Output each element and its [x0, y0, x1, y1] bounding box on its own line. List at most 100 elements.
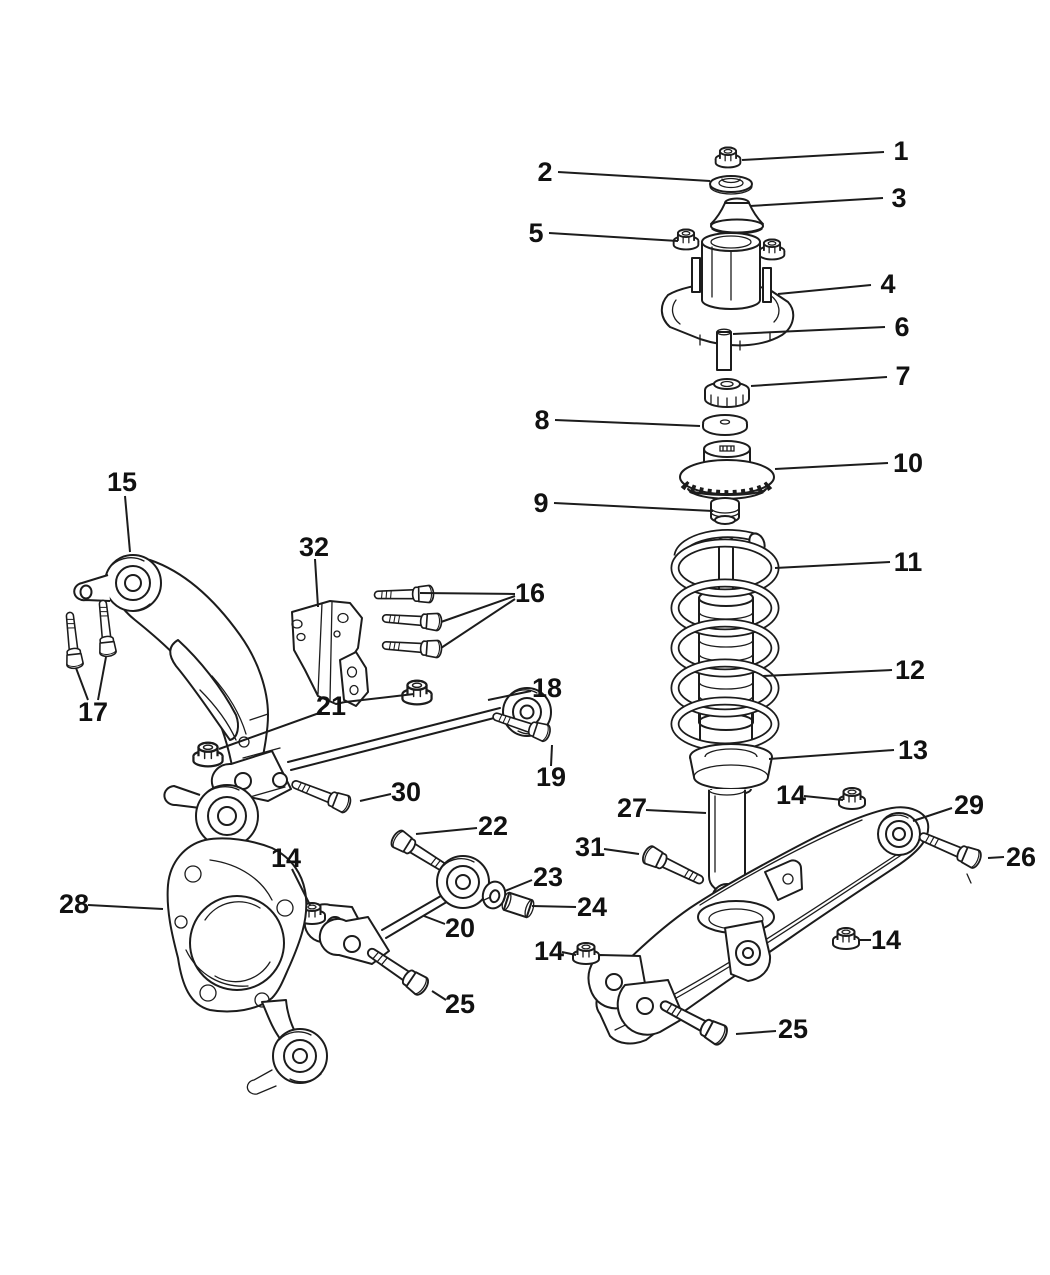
part-knuckle [163, 784, 328, 1095]
part-strut-mount-nut [714, 146, 742, 169]
callout-6: 6 [894, 312, 909, 342]
leader-line-30 [359, 793, 392, 802]
leader-line-26 [987, 856, 1005, 859]
part-seat-bushing [710, 497, 740, 525]
leader-line-20 [423, 915, 446, 925]
part-bearing [704, 378, 750, 408]
part-bolt-25-left [362, 941, 432, 999]
part-spring-isolator [689, 743, 773, 796]
leader-line-10 [774, 462, 889, 470]
callout-17: 17 [78, 697, 108, 727]
callout-8: 8 [534, 405, 549, 435]
callout-28: 28 [59, 889, 89, 919]
leader-line-14 [291, 868, 311, 906]
part-bolt-16-b [381, 608, 443, 632]
part-upper-control-arm [73, 554, 269, 791]
leader-line-25 [735, 1030, 777, 1035]
leader-line-15 [124, 495, 131, 553]
callout-14: 14 [271, 843, 301, 873]
callout-21: 21 [316, 691, 346, 721]
part-spacer-pin [716, 328, 732, 371]
leader-line-14 [803, 795, 844, 801]
callout-14: 14 [776, 780, 806, 810]
leader-line-11 [774, 561, 891, 569]
leader-line-1 [741, 151, 885, 161]
callout-19: 19 [536, 762, 566, 792]
part-nut-14-upper [838, 787, 866, 810]
leader-line-27 [645, 809, 707, 814]
callout-5: 5 [528, 218, 543, 248]
leader-line-16 [419, 592, 516, 595]
leader-line-21 [218, 711, 323, 750]
leader-line-14 [561, 951, 577, 956]
leader-line-3 [749, 197, 884, 207]
leader-line-9 [553, 502, 714, 512]
part-washer-23 [481, 880, 507, 910]
leader-line-29 [912, 807, 953, 822]
part-bolt-30 [288, 774, 354, 815]
part-jounce-cup [710, 197, 764, 235]
callout-14: 14 [871, 925, 901, 955]
callout-7: 7 [895, 361, 910, 391]
leader-line-24 [531, 905, 577, 908]
leader-line-17 [75, 667, 89, 701]
part-toe-link [303, 855, 490, 965]
part-bolt-17-left [60, 610, 85, 670]
callout-12: 12 [895, 655, 925, 685]
callout-14: 14 [534, 936, 564, 966]
part-nut-14-arm [832, 927, 860, 950]
callout-20: 20 [445, 913, 475, 943]
part-strut-mount [660, 232, 795, 351]
part-bolt-31 [639, 843, 708, 891]
part-bracket [291, 600, 369, 707]
part-nut-21-left [192, 741, 224, 768]
part-spacer-washer [702, 414, 748, 436]
leader-line-28 [87, 904, 164, 910]
leader-line-13 [768, 749, 895, 760]
callout-4: 4 [880, 269, 895, 299]
leader-line-32 [314, 558, 319, 608]
leader-line-31 [603, 848, 640, 855]
leader-line-12 [762, 669, 893, 677]
part-nut-5-left [672, 228, 700, 251]
callout-15: 15 [107, 467, 137, 497]
callout-13: 13 [898, 735, 928, 765]
leader-line-19 [550, 744, 553, 767]
callout-18: 18 [532, 673, 562, 703]
leader-line-23 [504, 879, 533, 892]
part-bolt-17-right [93, 598, 118, 658]
leader-line-18 [487, 690, 532, 701]
callout-29: 29 [954, 790, 984, 820]
leader-line-7 [750, 376, 888, 387]
callout-31: 31 [575, 832, 605, 862]
callout-24: 24 [577, 892, 607, 922]
part-sleeve-24 [501, 891, 535, 919]
part-bolt-16-a [373, 584, 435, 605]
part-nut-14-fork [572, 942, 600, 965]
callout-25: 25 [778, 1014, 808, 1044]
part-trailing-arm [587, 806, 930, 1045]
callout-16: 16 [515, 578, 545, 608]
part-nut-5-right [758, 238, 786, 261]
callout-25: 25 [445, 989, 475, 1019]
part-bolt-16-c [381, 635, 443, 659]
leader-line-17 [97, 656, 107, 701]
leader-line-4 [777, 284, 872, 295]
callout-27: 27 [617, 793, 647, 823]
callout-1: 1 [893, 136, 908, 166]
callout-23: 23 [533, 862, 563, 892]
callout-2: 2 [537, 157, 552, 187]
leader-line-16 [440, 595, 516, 623]
part-mount-washer [709, 175, 753, 195]
leader-line-6 [732, 326, 886, 335]
part-nut-21 [401, 679, 433, 706]
callout-9: 9 [533, 488, 548, 518]
callout-32: 32 [299, 532, 329, 562]
leader-line-5 [548, 232, 679, 242]
part-coil-spring [670, 529, 780, 752]
callout-10: 10 [893, 448, 923, 478]
leader-line-16 [440, 598, 516, 649]
callout-3: 3 [891, 183, 906, 213]
